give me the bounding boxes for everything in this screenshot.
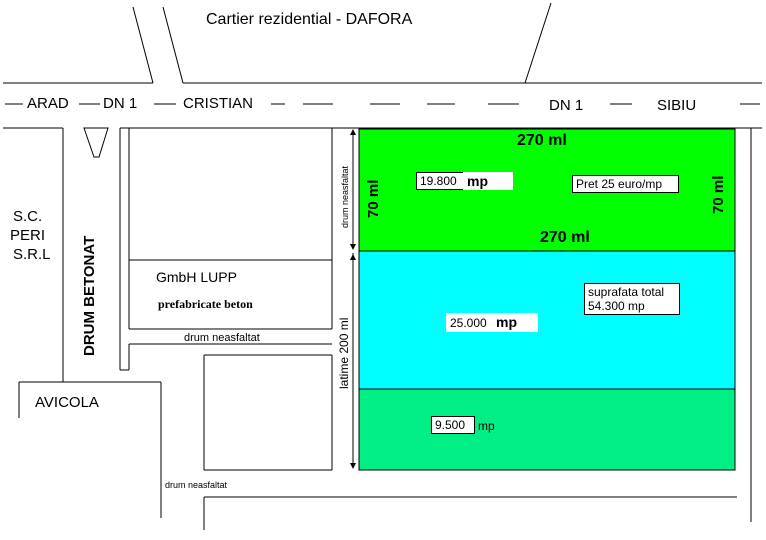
drum-neasfaltat-vertical-label: drum neasfaltat xyxy=(340,165,350,228)
length-mid-label: 270 ml xyxy=(540,229,590,246)
zone3-unit: mp xyxy=(478,419,495,433)
dn1-right-label: DN 1 xyxy=(549,97,584,114)
arrow-head xyxy=(350,129,356,135)
price-box: Pret 25 euro/mp xyxy=(572,175,679,193)
zone2-area-value: 25.000 xyxy=(450,316,487,330)
dn1-left-label: DN 1 xyxy=(103,95,138,112)
drum-betonat-label: DRUM BETONAT xyxy=(81,235,98,356)
title-label: Cartier rezidential - DAFORA xyxy=(206,11,413,28)
price-label: Pret 25 euro/mp xyxy=(576,177,663,191)
arrow-head xyxy=(350,254,356,260)
avicola-label: AVICOLA xyxy=(35,394,99,411)
zone2-area-box: 25.000 mp xyxy=(446,313,538,332)
company-label-line3: S.R.L xyxy=(13,246,51,263)
zone1-unit-box: mp xyxy=(463,172,513,190)
parcel-zone-3 xyxy=(358,388,736,471)
lupp-desc-label: prefabricate beton xyxy=(158,297,253,311)
width-left-label: 70 ml xyxy=(365,179,382,218)
zone3-area-value: 9.500 xyxy=(435,418,466,432)
latime-label: latime 200 ml xyxy=(337,317,351,389)
residential-road-right xyxy=(524,2,552,84)
sibiu-label: SIBIU xyxy=(657,97,697,114)
zone1-area-value: 19.800 xyxy=(420,174,457,188)
company-label-line2: PERI xyxy=(10,227,46,244)
total-value: 54.300 mp xyxy=(588,299,645,313)
zone3-area-box: 9.500 xyxy=(431,416,475,434)
length-top-label: 270 ml xyxy=(517,132,567,149)
width-right-label: 70 ml xyxy=(710,175,727,214)
lupp-name-label: GmbH LUPP xyxy=(156,269,237,285)
zone2-unit: mp xyxy=(496,314,518,330)
zone1-area-box: 19.800 xyxy=(416,172,466,190)
total-label: suprafata total xyxy=(588,285,665,299)
company-label-line1: S.C. xyxy=(13,208,43,225)
arrow-head xyxy=(350,244,356,250)
parcel-zone-2 xyxy=(358,250,736,390)
drum-neasfaltat-mid-label: drum neasfaltat xyxy=(184,332,260,344)
cristian-label: CRISTIAN xyxy=(183,95,254,112)
traffic-island xyxy=(83,127,109,158)
arad-label: ARAD xyxy=(27,95,69,112)
drum-neasfaltat-bottom-label: drum neasfaltat xyxy=(165,480,228,490)
residential-road-left-2 xyxy=(162,6,184,84)
residential-road-left-1 xyxy=(132,6,154,84)
total-box: suprafata total 54.300 mp xyxy=(584,283,680,315)
zone1-unit: mp xyxy=(467,173,488,189)
arrow-head xyxy=(350,463,356,469)
